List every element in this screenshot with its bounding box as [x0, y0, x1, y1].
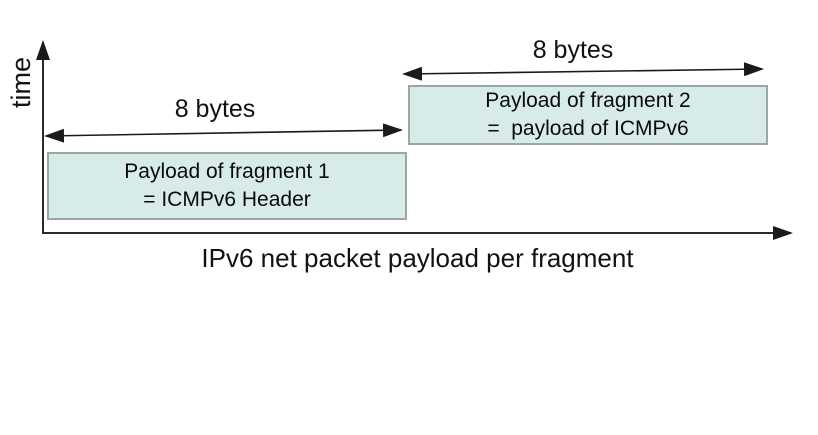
fragment1-payload-line1: Payload of fragment 1 — [124, 160, 330, 183]
fragment2-width-label: 8 bytes — [532, 36, 614, 64]
fragment1-width-label: 8 bytes — [174, 95, 256, 123]
fragment1-width-arrow — [44, 123, 403, 143]
fragment2-payload-line2: = payload of ICMPv6 — [487, 117, 689, 140]
fragment1-payload-line2: = ICMPv6 Header — [143, 188, 311, 211]
fragment2-width-arrow — [402, 62, 764, 81]
fragment1-payload-box: Payload of fragment 1 = ICMPv6 Header — [47, 152, 407, 220]
time-axis-label-text: time — [5, 56, 36, 108]
fragment2-payload-line1: Payload of fragment 2 — [485, 89, 691, 112]
time-axis-label: time — [2, 50, 40, 114]
x-axis-title: IPv6 net packet payload per fragment — [201, 243, 634, 273]
fragment2-payload-box: Payload of fragment 2 = payload of ICMPv… — [408, 85, 768, 145]
